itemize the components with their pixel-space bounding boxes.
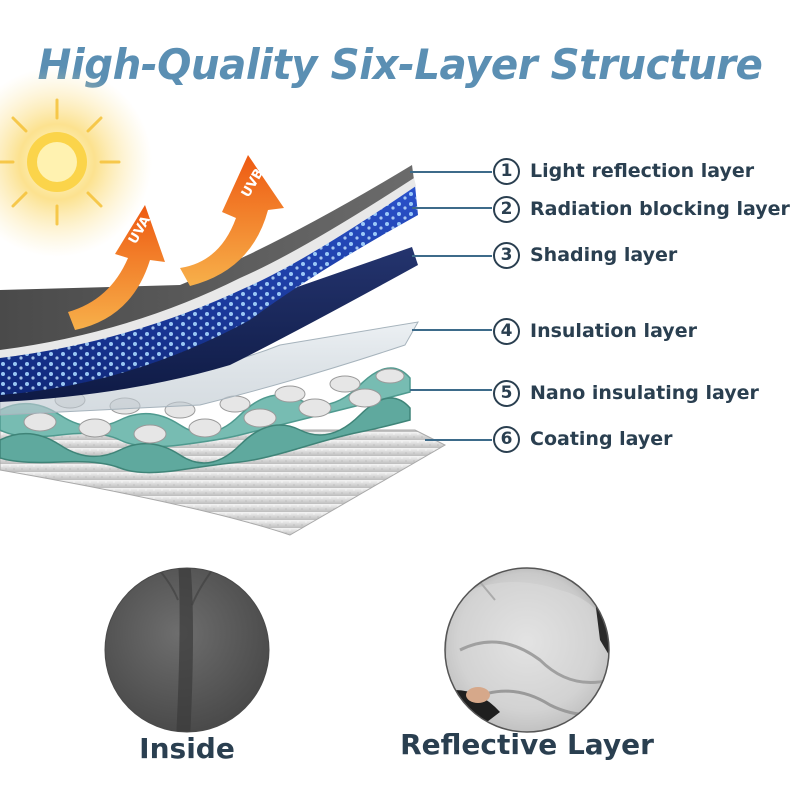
layer-label: Coating layer (530, 428, 673, 450)
reflective-layer-photo (444, 567, 610, 733)
sun-icon (0, 67, 152, 257)
reflective-layer-caption: Reflective Layer (400, 728, 654, 761)
layer-number-badge: 4 (493, 318, 520, 345)
uvb-arrow-icon: UVB (180, 155, 284, 286)
inside-caption: Inside (139, 732, 235, 765)
coating-layer-shape (0, 429, 447, 536)
radiation-blocking-layer-shape (0, 185, 418, 395)
layer-number-badge: 6 (493, 426, 520, 453)
layer-number-badge: 2 (493, 196, 520, 223)
layer-number-badge: 5 (493, 380, 520, 407)
layer-label: Light reflection layer (530, 160, 755, 182)
layer-label: Shading layer (530, 244, 678, 266)
page-title: High-Quality Six-Layer Structure (37, 40, 763, 89)
layer-label: Nano insulating layer (530, 382, 759, 404)
inside-photo (104, 567, 270, 733)
layer-label: Insulation layer (530, 320, 697, 342)
layer-number-badge: 3 (493, 242, 520, 269)
layer-label: Radiation blocking layer (530, 198, 790, 220)
layer-number-badge: 1 (493, 158, 520, 185)
leader-lines (410, 171, 492, 441)
shading-layer-shape (0, 247, 418, 402)
